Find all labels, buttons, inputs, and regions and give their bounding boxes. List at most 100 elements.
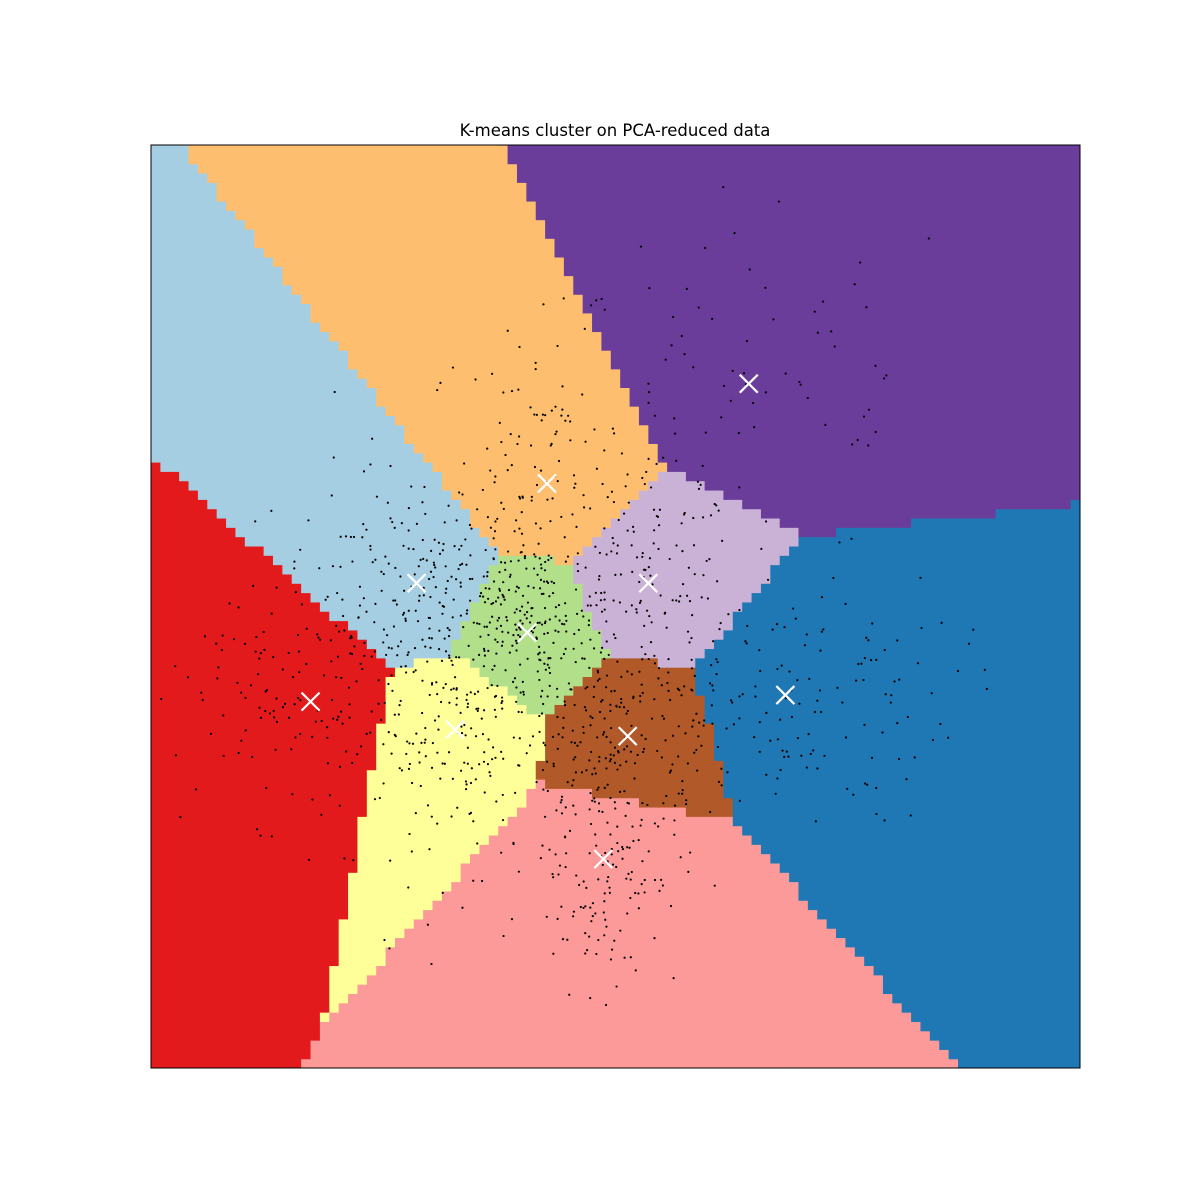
region-cell-light-blue (235, 303, 246, 314)
region-cell-pink (470, 928, 481, 939)
region-cell-purple (582, 219, 593, 230)
region-cell-red (216, 760, 227, 771)
region-cell-red (348, 769, 359, 780)
region-cell-pink (601, 881, 612, 892)
region-cell-orange (498, 434, 509, 444)
region-cell-yellow (357, 816, 368, 827)
region-cell-orange (516, 406, 527, 416)
region-cell-purple (592, 219, 603, 230)
region-cell-orange (535, 443, 546, 454)
region-cell-light-blue (226, 210, 237, 221)
region-cell-red (319, 788, 330, 799)
region-cell-red (348, 639, 359, 650)
region-cell-red (179, 928, 190, 939)
region-cell-red (151, 881, 161, 892)
region-cell-red (272, 620, 283, 631)
region-cell-light-blue (188, 210, 199, 221)
region-cell-yellow (385, 695, 396, 705)
region-cell-yellow (385, 685, 396, 696)
region-cell-red (338, 881, 349, 892)
region-cell-pink (592, 862, 603, 873)
region-cell-pink (582, 881, 593, 892)
region-cell-red (329, 760, 340, 771)
region-cell-orange (526, 256, 537, 267)
region-cell-light-blue (423, 648, 434, 659)
region-cell-red (169, 471, 180, 482)
region-cell-orange (441, 256, 452, 267)
region-cell-orange (582, 378, 593, 389)
region-cell-pink (357, 984, 368, 995)
region-cell-red (291, 928, 302, 939)
region-cell-light-blue (348, 396, 359, 407)
region-cell-red (282, 862, 293, 873)
region-cell-red (310, 769, 321, 780)
region-cell-red (319, 695, 330, 705)
region-cell-orange (535, 517, 546, 528)
region-cell-yellow (498, 732, 509, 743)
region-cell-orange (451, 219, 462, 230)
region-cell-red (226, 806, 237, 817)
region-cell-orange (507, 415, 518, 426)
region-cell-orange (366, 359, 377, 370)
region-cell-red (235, 956, 246, 967)
region-cell-red (235, 1012, 246, 1022)
region-cell-orange (263, 145, 274, 155)
region-cell-light-blue (235, 461, 246, 472)
region-cell-pink (507, 1012, 518, 1022)
region-cell-yellow (413, 741, 424, 752)
region-cell-red (179, 806, 190, 817)
region-cell-orange (470, 303, 481, 314)
region-cell-light-blue (151, 219, 161, 230)
region-cell-light-blue (394, 583, 405, 594)
region-cell-yellow (366, 881, 377, 892)
region-cell-orange (516, 284, 527, 295)
region-cell-green (563, 583, 574, 594)
region-cell-yellow (479, 741, 490, 752)
region-cell-orange (319, 294, 330, 305)
region-cell-brown (563, 723, 574, 733)
region-cell-red (263, 657, 274, 668)
region-cell-green (526, 648, 537, 659)
region-cell-pink (563, 788, 574, 799)
region-cell-light-blue (319, 480, 330, 491)
region-cell-orange (554, 406, 565, 416)
region-cell-red (169, 545, 180, 556)
region-cell-orange (592, 434, 603, 444)
region-cell-red (282, 984, 293, 995)
region-cell-red (329, 853, 340, 864)
region-cell-orange (563, 545, 574, 556)
region-cell-yellow (366, 834, 377, 845)
region-cell-orange (385, 154, 396, 165)
region-cell-purple (592, 275, 603, 286)
region-cell-red (179, 1058, 190, 1068)
region-cell-light-blue (179, 163, 190, 174)
region-cell-light-blue (254, 312, 265, 323)
region-cell-red (216, 751, 227, 761)
region-cell-pink (376, 1012, 387, 1022)
region-cell-red (244, 900, 255, 911)
region-cell-pink (488, 993, 499, 1004)
region-cell-brown (582, 713, 593, 724)
region-cell-lavender (573, 573, 584, 584)
region-cell-pink (366, 1002, 377, 1013)
region-cell-light-blue (366, 573, 377, 584)
region-cell-yellow (423, 741, 434, 752)
region-cell-orange (432, 247, 443, 258)
region-cell-purple (563, 256, 574, 267)
region-cell-light-blue (160, 406, 171, 416)
region-cell-red (188, 825, 199, 836)
region-cell-orange (282, 182, 293, 193)
region-cell-green (479, 592, 490, 603)
region-cell-light-blue (188, 471, 199, 482)
region-cell-red (357, 778, 368, 789)
region-cell-green (554, 657, 565, 668)
region-cell-orange (610, 499, 621, 510)
region-cell-red (197, 1058, 208, 1068)
region-cell-orange (451, 303, 462, 314)
region-cell-orange (592, 517, 603, 528)
region-cell-pink (394, 937, 405, 948)
region-cell-light-blue (460, 545, 471, 556)
region-cell-orange (423, 312, 434, 323)
region-cell-light-blue (226, 415, 237, 426)
region-cell-purple (545, 219, 556, 230)
